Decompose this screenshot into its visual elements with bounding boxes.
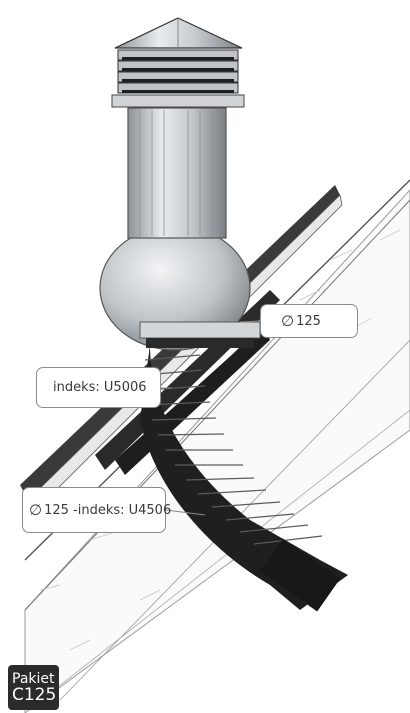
callout-leaders (161, 320, 261, 516)
callout-diameter-125: ∅ 125 (260, 304, 358, 338)
callout-hose-index: ∅ 125 -indeks: U4506 (22, 487, 171, 533)
vent-pipe (127, 107, 227, 239)
badge-line1: Pakiet (12, 670, 55, 687)
diameter-symbol-icon: ∅ (29, 501, 43, 519)
callout-diameter-text: 125 (296, 313, 321, 329)
badge-line2: C125 (12, 684, 57, 705)
callout-index-text: indeks: U5006 (53, 380, 147, 395)
diameter-symbol-icon: ∅ (281, 312, 295, 330)
vent-sphere (99, 225, 261, 351)
vent-cap (111, 17, 245, 108)
callout-hose-text: 125 -indeks: U4506 (44, 502, 172, 518)
callout-index-u5006: indeks: U5006 (36, 367, 161, 408)
package-badge: Pakiet C125 (8, 665, 59, 710)
